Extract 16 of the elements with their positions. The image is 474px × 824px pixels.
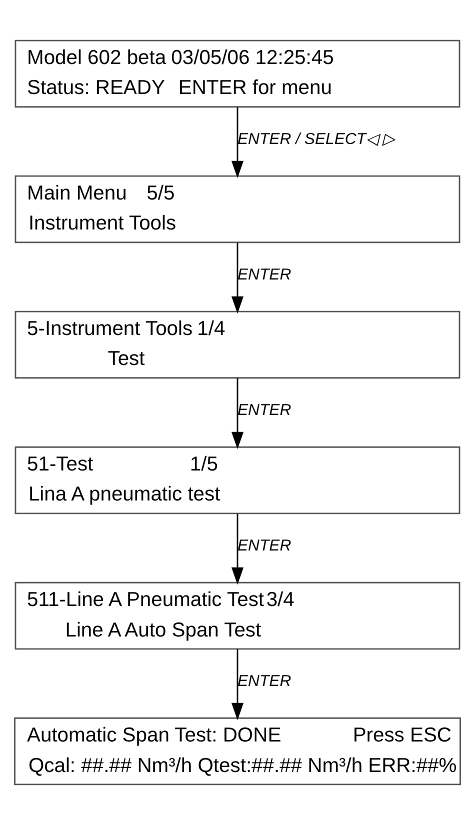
node-box: Automatic Span Test: DONE Press ESC Qcal: ##.## Nm³/h Qtest:##.## Nm³/h ERR:##% xyxy=(14,716,460,785)
edge-label: ENTER / SELECT◁ ▷ xyxy=(237,130,394,148)
arrow xyxy=(230,648,244,720)
edge-label: ENTER xyxy=(237,537,291,554)
arrow xyxy=(230,242,244,314)
edge-label: ENTER xyxy=(237,402,291,419)
arrow xyxy=(230,378,244,449)
edge-label: ENTER xyxy=(237,672,291,690)
node-box: 511-Line A Pneumatic Test3/4 Line A Auto Span Test xyxy=(14,581,460,650)
arrow xyxy=(230,513,244,584)
arrow xyxy=(230,106,244,178)
node-box: 5-Instrument Tools 1/4 Test xyxy=(14,310,460,378)
node-box: Main Menu 5/5 Instrument Tools xyxy=(14,174,460,243)
edge-label: ENTER xyxy=(237,266,291,284)
node-box: Model 602 beta 03/05/06 12:25:45 Status: READY ENTER for menu xyxy=(14,39,460,108)
node-box: 51-Test 1/5 Lina A pneumatic test xyxy=(14,446,460,514)
